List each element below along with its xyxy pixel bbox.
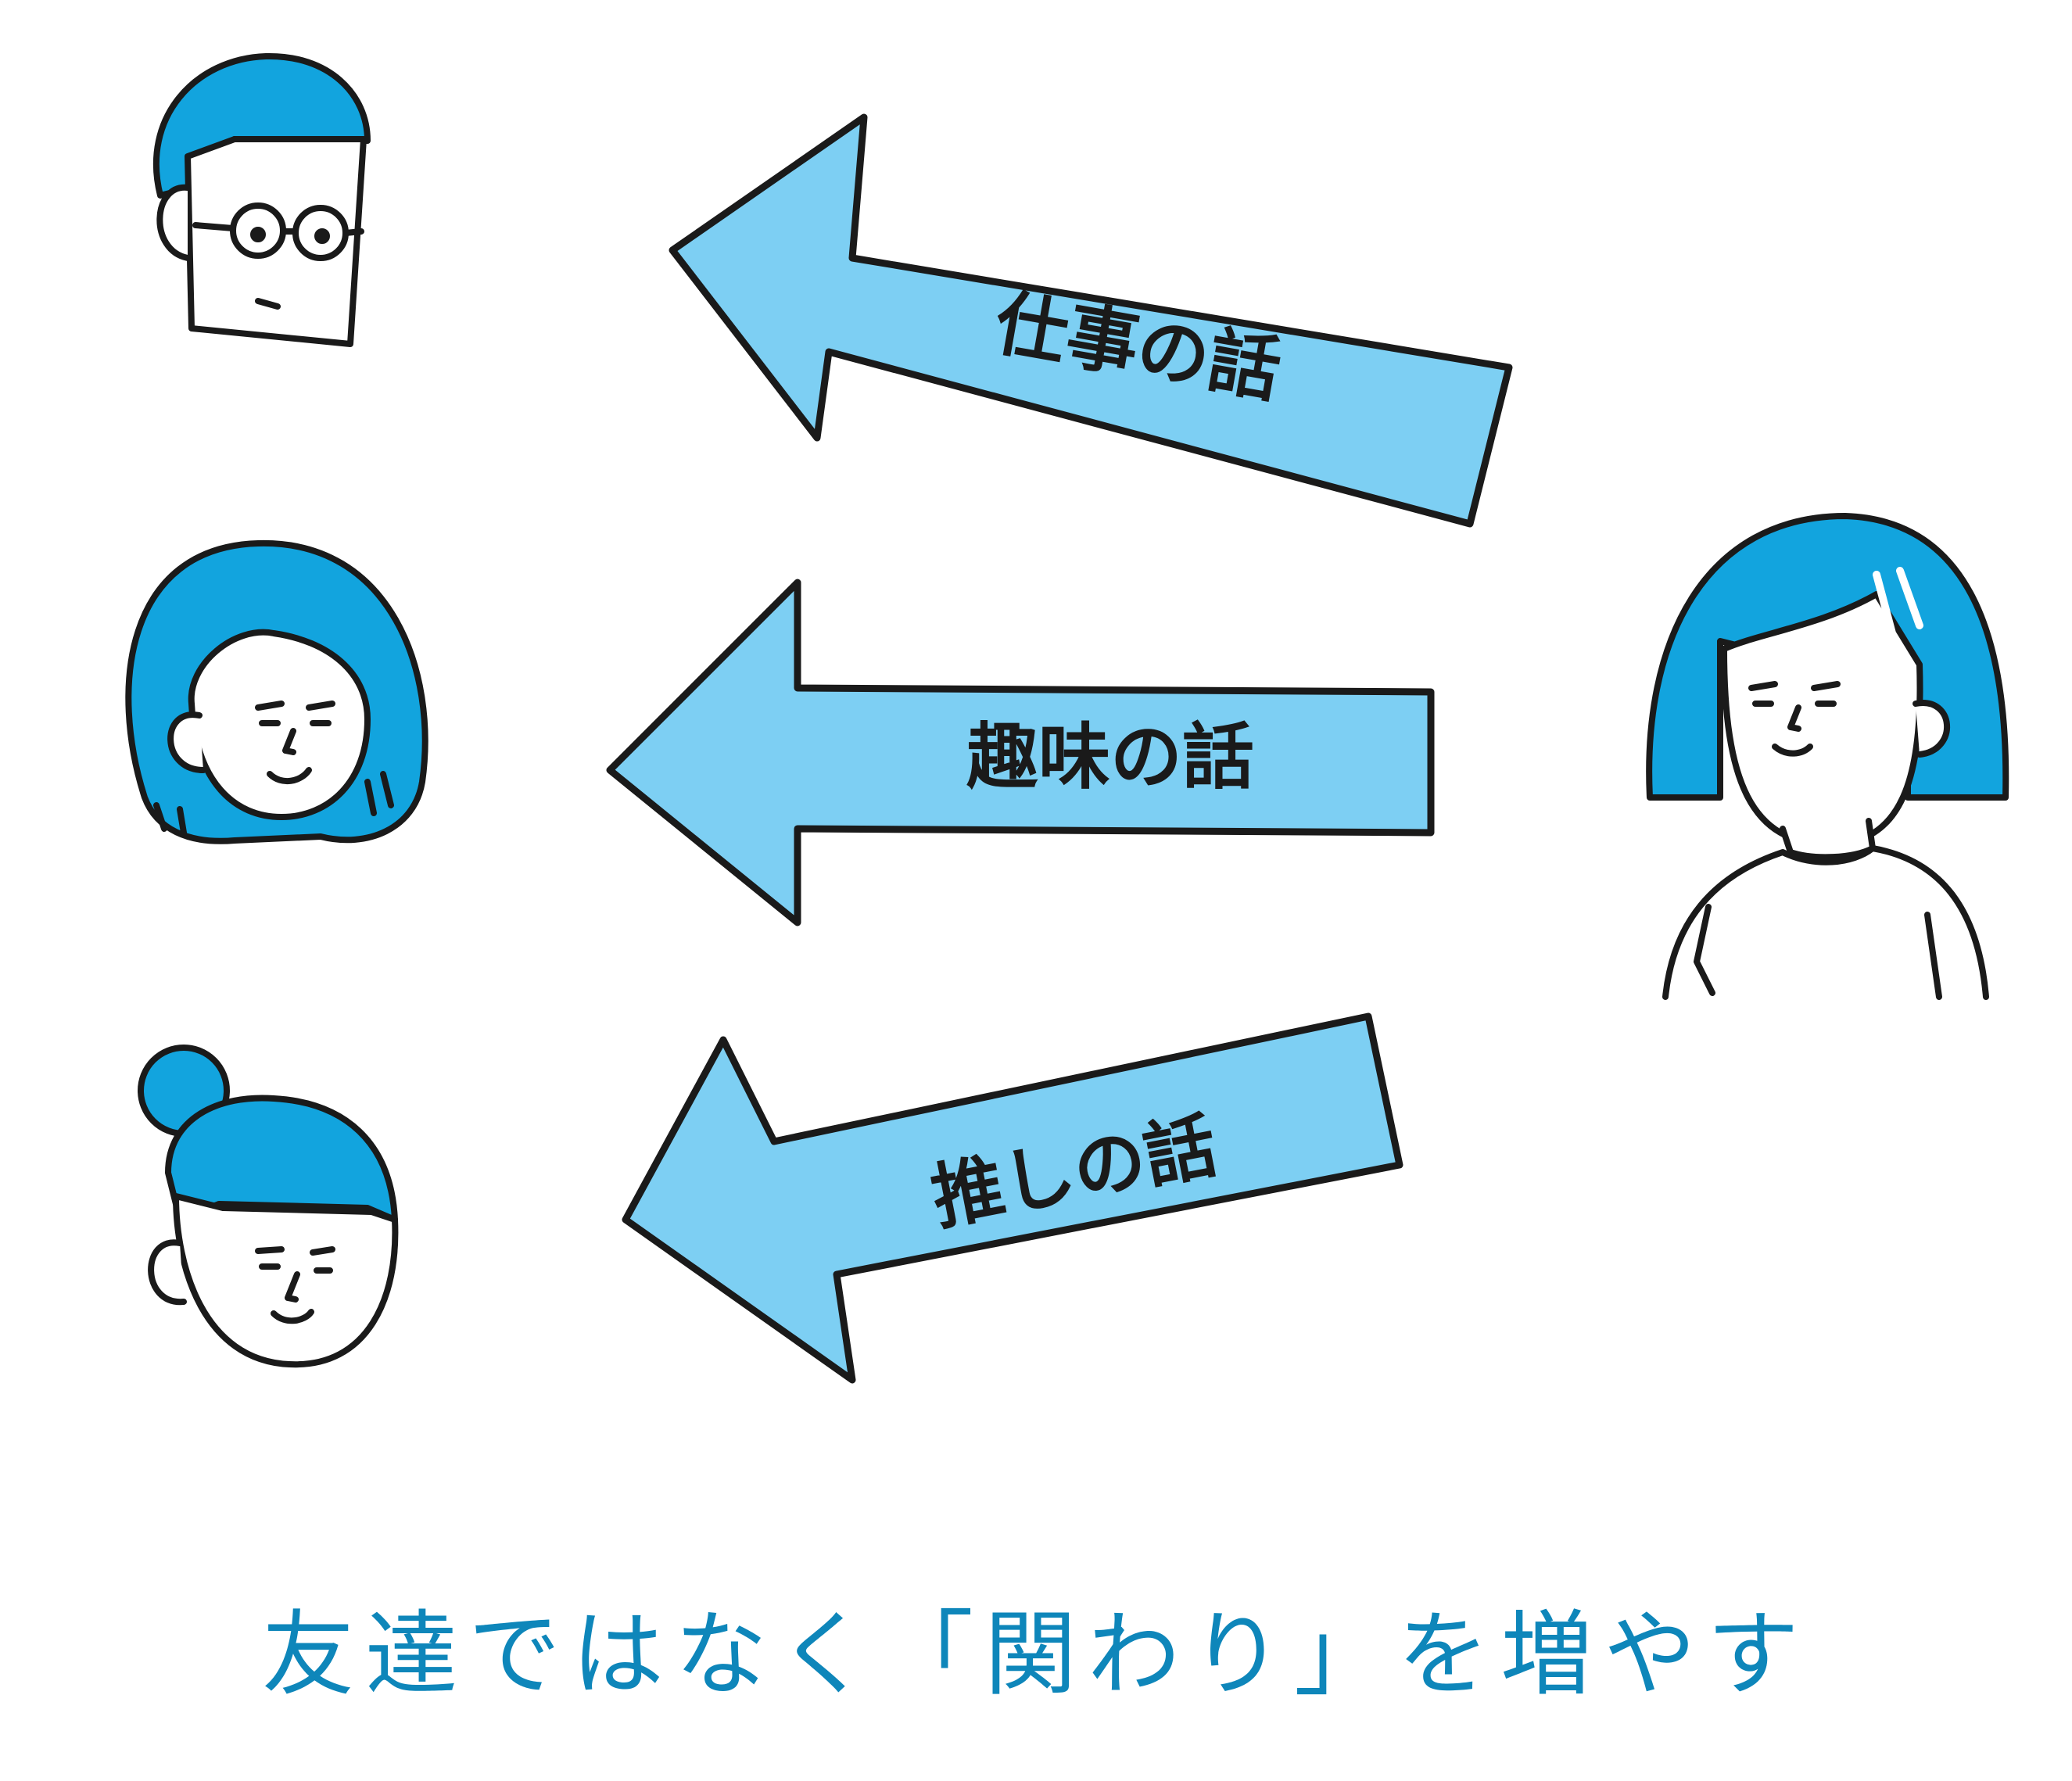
man-face	[188, 139, 364, 344]
arrow-middle: 趣味の話	[610, 582, 1431, 923]
person-woman-bun	[141, 1048, 395, 1364]
arrow-middle-label: 趣味の話	[966, 715, 1254, 799]
person-man-glasses	[156, 56, 367, 344]
arrow-bottom: 推しの話	[626, 1016, 1400, 1380]
man-ear	[160, 188, 188, 258]
person-woman-bob	[128, 543, 425, 841]
bun-face	[176, 1196, 395, 1364]
person-right-woman	[1649, 516, 2006, 997]
right-ear	[1916, 703, 1947, 754]
arrow-top: 仕事の話	[672, 117, 1509, 524]
caption: 友達ではなく「関わり」を増やす	[0, 1579, 2072, 1713]
bun-ear	[151, 1242, 184, 1302]
